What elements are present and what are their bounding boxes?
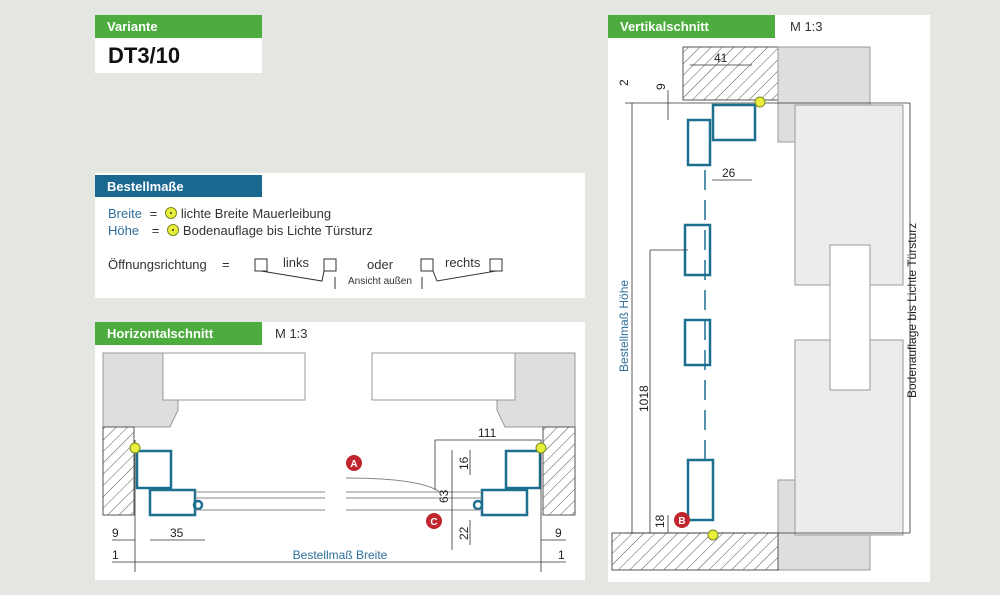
oeffnung-eq: = bbox=[222, 257, 230, 272]
dim-right-9: 9 bbox=[555, 526, 562, 540]
breite-label: Breite bbox=[108, 206, 142, 221]
variante-value: DT3/10 bbox=[108, 43, 181, 68]
dim-9: 9 bbox=[654, 83, 668, 90]
vertical-section-drawing: B 2 9 41 26 Bestellmaß Höhe 1018 18 Bode… bbox=[611, 46, 919, 571]
reference-dot-icon bbox=[754, 96, 766, 108]
oder-text: oder bbox=[367, 257, 394, 272]
dim-2: 2 bbox=[617, 79, 631, 86]
oeffnung-label: Öffnungsrichtung bbox=[108, 257, 207, 272]
marker-a-label: A bbox=[350, 459, 357, 470]
dim-right-1: 1 bbox=[558, 548, 565, 562]
marker-b bbox=[674, 512, 690, 528]
dim-63: 63 bbox=[437, 489, 451, 503]
dim-left-9: 9 bbox=[112, 526, 119, 540]
variante-label: Variante bbox=[95, 15, 262, 38]
checkbox-links-b[interactable] bbox=[323, 258, 337, 272]
dim-26: 26 bbox=[722, 166, 736, 180]
dim-16: 16 bbox=[457, 456, 471, 470]
hoehe-eq: = bbox=[151, 223, 160, 238]
option-links[interactable]: links bbox=[283, 255, 310, 270]
dim-35: 35 bbox=[170, 526, 184, 540]
dim-22: 22 bbox=[457, 526, 471, 540]
dim-bodenauflage: Bodenauflage bis Lichte Türsturz bbox=[905, 223, 919, 398]
vertikalschnitt-scale: M 1:3 bbox=[790, 19, 823, 34]
bestellmasse-title: Bestellmaße bbox=[95, 175, 262, 197]
dim-bestellmass-hoehe: Bestellmaß Höhe bbox=[617, 280, 631, 372]
horizontalschnitt-title: Horizontalschnitt bbox=[95, 322, 262, 345]
marker-c-label: C bbox=[430, 517, 437, 528]
dim-1018: 1018 bbox=[637, 385, 651, 412]
variante-box: Variante DT3/10 bbox=[95, 15, 262, 73]
ansicht-text: Ansicht außen bbox=[348, 276, 412, 287]
dim-bestellmass-breite: Bestellmaß Breite bbox=[293, 548, 388, 562]
option-rechts[interactable]: rechts bbox=[445, 255, 481, 270]
marker-a bbox=[346, 455, 362, 471]
dim-left-1: 1 bbox=[112, 548, 119, 562]
bestellmasse-panel: Bestellmaße Breite = lichte Breite Mauer… bbox=[95, 173, 585, 298]
reference-dot-icon bbox=[166, 224, 179, 236]
dim-41: 41 bbox=[714, 51, 728, 65]
dim-111: 111 bbox=[478, 426, 497, 440]
reference-dot-icon bbox=[707, 529, 719, 541]
breite-row: Breite = lichte Breite Mauerleibung bbox=[108, 206, 331, 221]
reference-dot-icon bbox=[129, 442, 141, 454]
breite-eq: = bbox=[149, 206, 158, 221]
reference-dot-icon bbox=[535, 442, 547, 454]
checkbox-rechts-a[interactable] bbox=[420, 258, 434, 272]
vertikalschnitt-title: Vertikalschnitt bbox=[608, 15, 775, 38]
breite-text: lichte Breite Mauerleibung bbox=[180, 206, 332, 221]
opening-direction-diagram bbox=[254, 258, 503, 289]
horizontal-section-drawing: A C 9 1 35 Bestellmaß Breite 111 16 63 2… bbox=[102, 352, 576, 572]
hoehe-label: Höhe bbox=[108, 223, 140, 238]
dim-18: 18 bbox=[653, 514, 667, 528]
hoehe-text: Bodenauflage bis Lichte Türsturz bbox=[182, 223, 373, 238]
hoehe-row: Höhe = Bodenauflage bis Lichte Türsturz bbox=[108, 223, 373, 238]
marker-b-label: B bbox=[678, 516, 685, 527]
marker-c bbox=[426, 513, 442, 529]
horizontalschnitt-scale: M 1:3 bbox=[275, 326, 308, 341]
reference-dot-icon bbox=[164, 207, 177, 219]
